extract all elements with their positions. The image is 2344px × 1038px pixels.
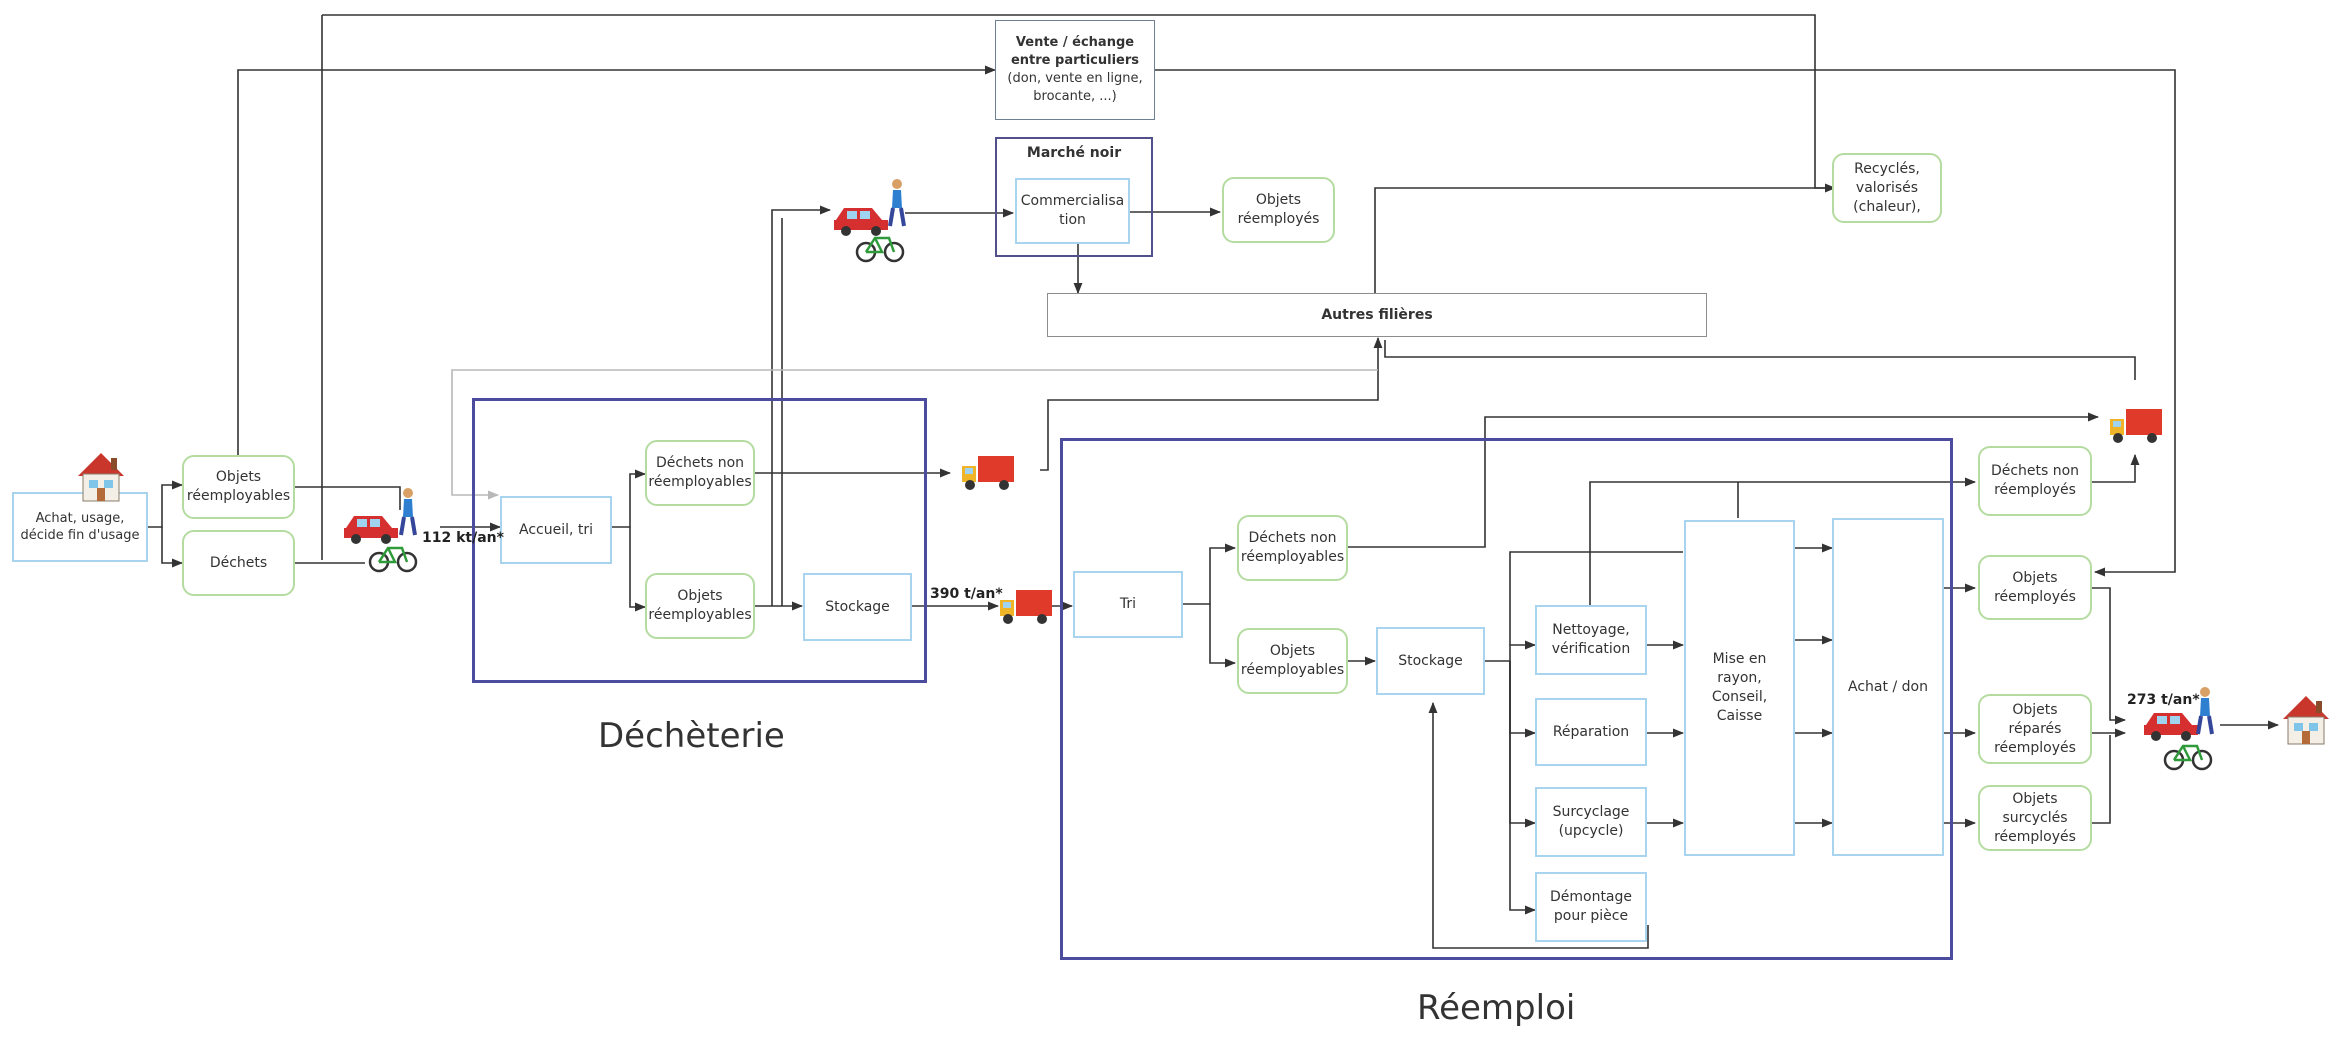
bicycle-icon	[855, 236, 905, 263]
truck-icon	[2110, 409, 2162, 443]
bicycle-icon	[2163, 744, 2213, 771]
dechets-non-reemployables-reemploi-node: Déchets non réemployables	[1237, 515, 1348, 581]
tri-node: Tri	[1073, 571, 1183, 638]
dechets-non-reemployes-node: Déchets non réemployés	[1978, 446, 2092, 516]
commercialisation-node: Commercialisa tion	[1015, 178, 1130, 244]
bicycle-icon	[368, 546, 418, 573]
car-icon	[344, 516, 398, 544]
vente-echange-node: Vente / échange entre particuliers (don,…	[995, 20, 1155, 120]
vente-echange-subtitle: (don, vente en ligne, brocante, ...)	[1007, 71, 1143, 104]
decheterie-title: Déchèterie	[598, 716, 785, 756]
person-walking-icon	[399, 488, 417, 536]
objets-surcycles-node: Objets surcyclés réemployés	[1978, 785, 2092, 851]
truck-icon	[1000, 590, 1052, 624]
dechets-non-reemployables-dech-node: Déchets non réemployables	[645, 440, 755, 506]
car-icon	[2144, 713, 2198, 741]
objets-reemployables-dech-node: Objets réemployables	[645, 573, 755, 639]
dechets-node: Déchets	[182, 530, 295, 596]
objets-reemployes-top-node: Objets réemployés	[1222, 177, 1335, 243]
objets-reemployables-node: Objets réemployables	[182, 455, 295, 519]
recycles-node: Recyclés, valorisés (chaleur),	[1832, 153, 1942, 223]
person-walking-icon	[2196, 687, 2214, 735]
truck-icon	[962, 456, 1014, 490]
flow-label-273: 273 t/an*	[2127, 692, 2200, 708]
marche-noir-label: Marché noir	[1026, 144, 1122, 161]
flow-label-112: 112 kt/an*	[422, 530, 504, 546]
objets-reemployables-reemploi-node: Objets réemployables	[1237, 628, 1348, 694]
reemploi-frame	[1060, 438, 1953, 960]
objets-reemployes-out-node: Objets réemployés	[1978, 555, 2092, 620]
mise-en-rayon-node: Mise en rayon, Conseil, Caisse	[1684, 520, 1795, 856]
decheterie-frame	[472, 398, 927, 683]
house-icon	[78, 453, 124, 502]
surcyclage-node: Surcyclage (upcycle)	[1535, 787, 1647, 857]
nettoyage-node: Nettoyage, vérification	[1535, 605, 1647, 675]
flow-label-390: 390 t/an*	[930, 586, 1003, 602]
achat-don-node: Achat / don	[1832, 518, 1944, 856]
achat-node: Achat, usage, décide fin d'usage	[12, 492, 148, 562]
person-walking-icon	[888, 179, 906, 227]
demontage-node: Démontage pour pièce	[1535, 872, 1647, 942]
marche-noir-frame	[995, 137, 1153, 257]
vente-echange-title: Vente / échange entre particuliers	[1010, 35, 1140, 68]
reemploi-title: Réemploi	[1417, 988, 1576, 1028]
autres-filieres-node: Autres filières	[1047, 293, 1707, 337]
car-icon	[834, 208, 888, 236]
stockage-dech-node: Stockage	[803, 573, 912, 641]
accueil-tri-node: Accueil, tri	[500, 496, 612, 564]
reparation-node: Réparation	[1535, 698, 1647, 766]
stockage-reemploi-node: Stockage	[1376, 627, 1485, 695]
objets-repares-node: Objets réparés réemployés	[1978, 694, 2092, 764]
house-icon	[2283, 696, 2329, 745]
